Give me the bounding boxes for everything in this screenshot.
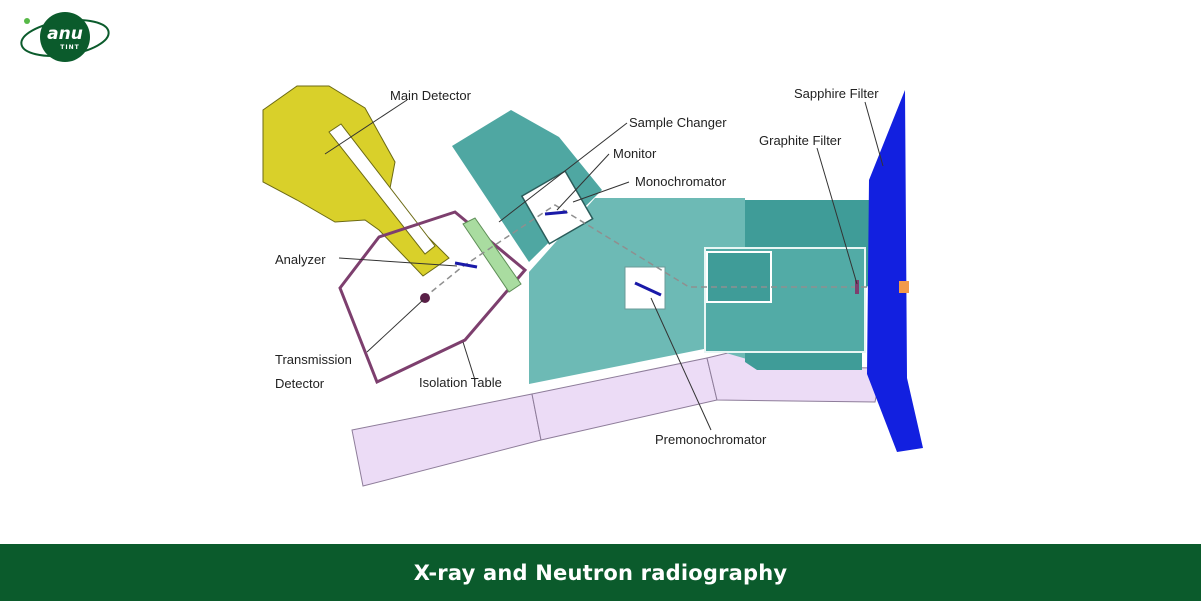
label-monitor: Monitor: [613, 146, 657, 161]
analyzer-plate: [462, 217, 522, 293]
label-main-detector: Main Detector: [390, 88, 472, 103]
label-transmission: Transmission: [275, 352, 352, 367]
label-detector: Detector: [275, 376, 325, 391]
leader-sapphire-filter: [864, 101, 884, 167]
label-premonochromator: Premonochromator: [655, 432, 767, 447]
label-isolation-table: Isolation Table: [419, 375, 502, 390]
caption-bar: X-ray and Neutron radiography: [0, 544, 1201, 601]
caption-title: X-ray and Neutron radiography: [413, 560, 788, 585]
leader-premonochromator: [650, 297, 712, 431]
leader-main-detector: [324, 99, 408, 155]
sapphire-filter-window: [899, 281, 909, 293]
logo-text-sub: TINT: [60, 44, 79, 51]
leader-transmission: [366, 299, 424, 353]
floor-slab-left: [351, 393, 542, 487]
monitor-crystal: [544, 210, 568, 216]
monochromator-crystal: [634, 281, 662, 297]
sapphire-filter: [867, 90, 923, 452]
brand-logo[interactable]: anu TINT: [18, 8, 112, 66]
beam-path: [424, 204, 907, 298]
spectrometer-illustration: Main Detector Sample Changer Monitor Mon…: [262, 85, 923, 487]
label-sapphire-filter: Sapphire Filter: [794, 86, 879, 101]
collimator-box: [706, 251, 772, 303]
isolation-table: [338, 210, 528, 385]
label-sample-changer: Sample Changer: [629, 115, 727, 130]
monitor-box: [520, 170, 594, 245]
leader-monochromator: [572, 181, 630, 203]
analyzer-crystal: [454, 261, 478, 269]
leader-graphite-filter: [816, 147, 858, 285]
leader-sample-changer: [498, 122, 628, 223]
label-graphite-filter: Graphite Filter: [759, 133, 842, 148]
spectrometer-diagram: Main Detector Sample Changer Monitor Mon…: [237, 62, 965, 487]
leader-analyzer: [338, 257, 458, 267]
detector-arm: [328, 123, 436, 255]
label-monochromator: Monochromator: [635, 174, 727, 189]
leader-monitor: [556, 153, 610, 211]
logo-text-main: anu: [47, 24, 83, 44]
logo-icon: anu TINT: [20, 12, 110, 62]
leader-isolation-table: [462, 341, 476, 381]
label-analyzer: Analyzer: [275, 252, 326, 267]
